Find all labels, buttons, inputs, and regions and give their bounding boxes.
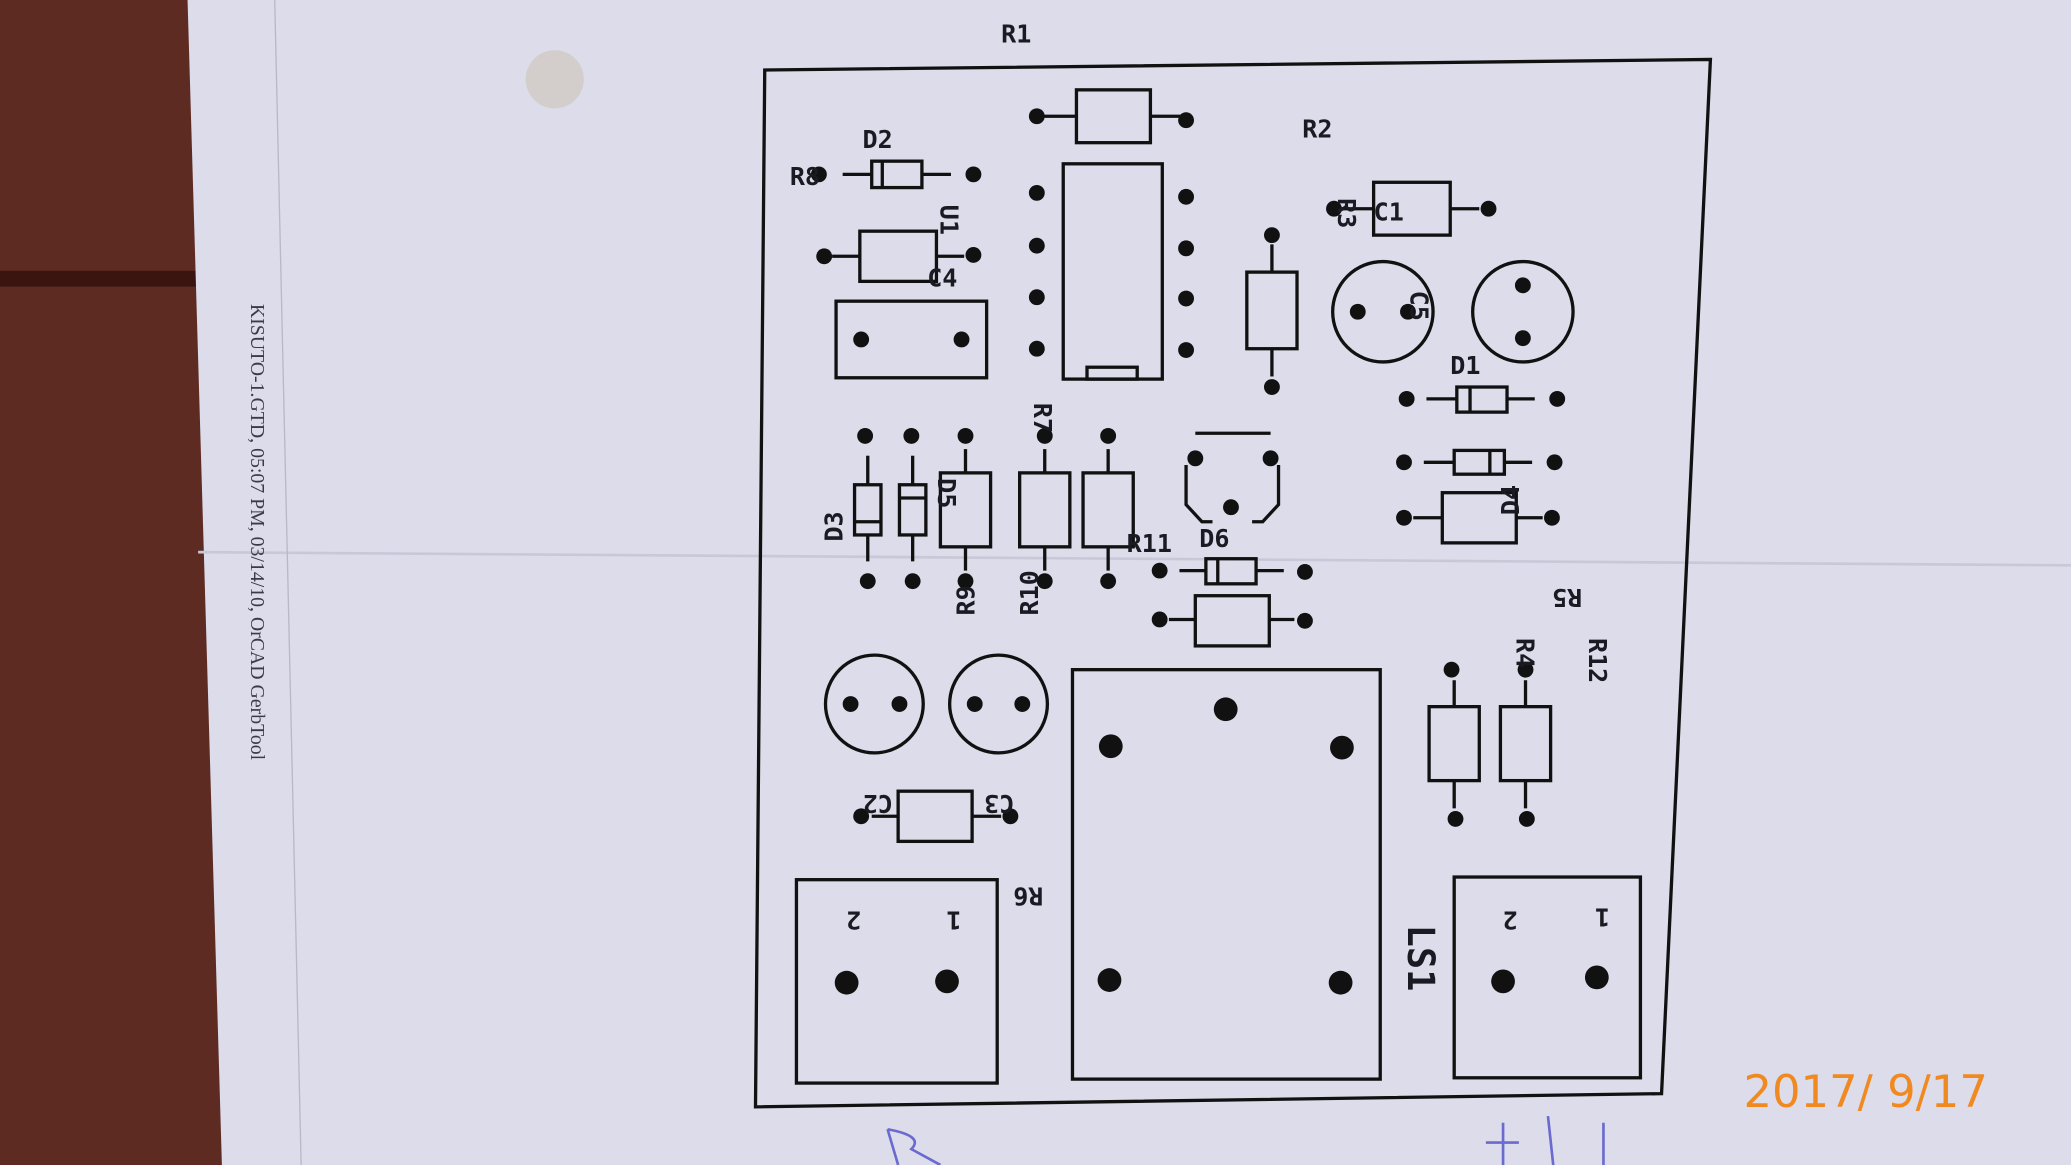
label-r1: R1 [1001,19,1031,48]
connector-left-pin2: 2 [846,905,861,934]
label-r9: R9 [952,585,981,615]
resistor-r3 [1326,180,1497,237]
connector-right: 2 1 [1452,875,1643,1080]
label-ls1: LS1 [1399,925,1442,992]
label-r6: R6 [1013,882,1043,911]
label-r11: R11 [1127,529,1172,558]
label-c3: C3 [984,789,1014,818]
label-r10: R10 [1015,570,1044,615]
connector-right-pin2: 2 [1502,905,1517,934]
label-c1: C1 [1374,198,1404,227]
diode-d5 [897,427,928,590]
wood-table [0,0,225,1165]
label-u1: U1 [934,205,963,235]
label-r12: R12 [1583,638,1612,683]
resistor-r8 [816,229,982,284]
label-c4: C4 [927,264,957,293]
resistor-r1 [1028,88,1194,145]
resistor-r4 [1427,661,1481,827]
label-r5: R5 [1552,583,1582,612]
diode-d6 [1151,557,1313,586]
resistor-r11 [1151,594,1313,648]
resistor-r6 [853,789,1019,844]
connector-left: 2 1 [794,878,999,1085]
label-d6: D6 [1199,524,1229,553]
label-r2: R2 [1302,114,1332,143]
label-d5: D5 [932,478,961,508]
pen-mark [1485,1115,1605,1165]
capacitor-c5 [1331,259,1435,364]
connector-right-pin1: 1 [1595,903,1610,932]
label-r7: R7 [1028,403,1057,433]
label-r3: R3 [1332,198,1361,228]
pen-mark [886,1128,942,1165]
capacitor-c3 [947,653,1050,755]
label-d2: D2 [862,125,892,154]
resistor-r2 [1245,227,1299,395]
paper-fold [198,550,2071,567]
paper-sheet [187,0,2071,1165]
stain [525,50,584,109]
board-outline [753,57,1713,1109]
capacitor-c4 [834,299,989,380]
label-d4: D4 [1496,485,1525,515]
connector-left-pin1: 1 [946,905,961,934]
label-r8: R8 [790,162,820,191]
resistor-r5 [1396,491,1560,545]
capacitor-c1 [1471,259,1575,364]
wood-gap [0,270,199,287]
diode-d3 [852,427,883,590]
label-c5: C5 [1405,291,1434,321]
label-d3: D3 [820,511,849,541]
resistor-r12 [1498,661,1553,827]
label-r4: R4 [1510,638,1539,668]
camera-date-stamp: 2017/ 9/17 [1743,1065,1987,1118]
paper-margin-line [274,0,302,1165]
capacitor-c2 [823,653,925,755]
ic-u1 [1028,162,1194,381]
side-caption: KISUTO-1.GTD, 05:07 PM, 03/14/10, OrCAD … [246,304,268,761]
diode-d1 [1398,385,1566,414]
resistor-r10 [1017,427,1072,590]
diode-d4 [1396,448,1563,476]
resistor-r9 [938,427,993,590]
diode-d2 [810,159,982,190]
resistor-r7 [1081,427,1135,590]
transistor [1184,431,1281,524]
label-d1: D1 [1450,351,1480,380]
relay-ls1 [1070,668,1382,1081]
label-c2: C2 [863,789,893,818]
